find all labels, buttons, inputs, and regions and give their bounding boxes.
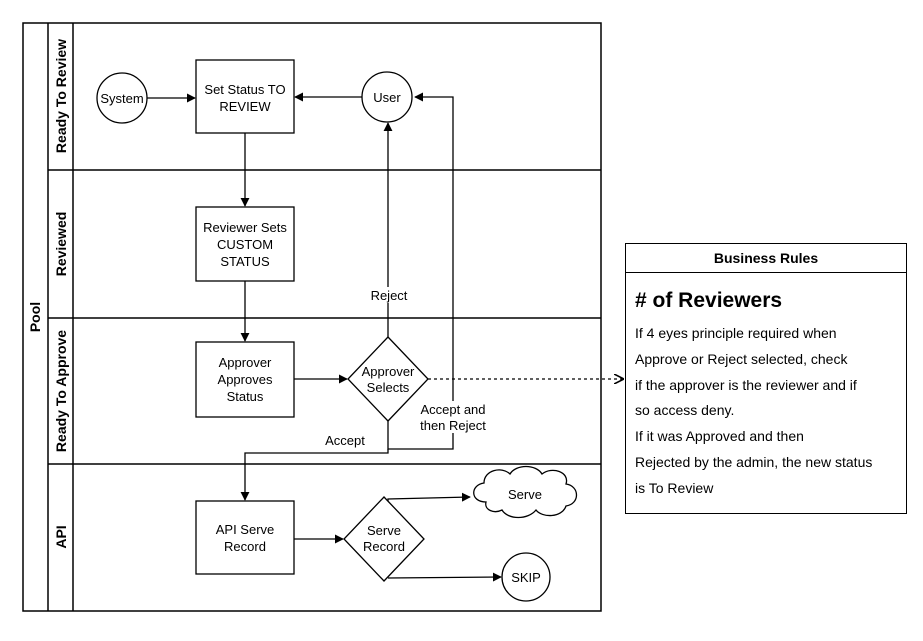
approver-selects-decision: Approver Selects	[347, 336, 429, 422]
accept-then-reject-label-1: Accept and	[420, 402, 485, 417]
accept-then-reject-label-2: then Reject	[420, 418, 486, 433]
edge-accept-then-reject	[387, 92, 454, 450]
set-status-label-2: REVIEW	[219, 99, 271, 114]
serve-record-label-2: Record	[363, 539, 405, 554]
lane-ready-to-approve: Ready To Approve	[53, 330, 69, 452]
rule-line: is To Review	[635, 479, 714, 496]
accept-then-reject-label-bg	[414, 401, 492, 433]
reviewer-sets-node: Reviewer Sets CUSTOM STATUS	[195, 206, 295, 282]
edge-serve-record-to-serve	[387, 492, 471, 502]
user-node: User	[361, 71, 413, 123]
pool-title: Pool	[27, 302, 43, 332]
business-rules-text: If 4 eyes principle required when Approv…	[626, 321, 906, 502]
api-serve-node: API Serve Record	[195, 500, 295, 575]
set-status-label-1: Set Status TO	[204, 82, 285, 97]
pool: Pool Ready To Review Reviewed Ready To A…	[22, 22, 602, 612]
api-serve-label-2: Record	[224, 539, 266, 554]
reviewer-sets-label-1: Reviewer Sets	[203, 220, 287, 235]
approver-approves-node: Approver Approves Status	[195, 341, 295, 418]
api-serve-label-1: API Serve	[216, 522, 275, 537]
accept-label: Accept	[325, 433, 365, 448]
reviewer-sets-label-2: CUSTOM	[217, 237, 273, 252]
skip-label: SKIP	[511, 570, 541, 585]
reject-label: Reject	[371, 288, 408, 303]
serve-cloud: Serve	[473, 465, 578, 519]
system-node: System	[96, 72, 148, 124]
business-rules-header: Business Rules	[626, 244, 906, 273]
lane-ready-to-review: Ready To Review	[53, 39, 69, 153]
business-rules-title: # of Reviewers	[635, 289, 783, 312]
approver-selects-label-1: Approver	[362, 364, 415, 379]
serve-label: Serve	[508, 487, 542, 502]
reviewer-sets-label-3: STATUS	[220, 254, 270, 269]
approver-approves-label-3: Status	[227, 389, 264, 404]
rule-line: If it was Approved and then	[635, 428, 804, 445]
reject-label-bg	[368, 287, 410, 303]
approver-approves-label-1: Approver	[219, 355, 272, 370]
system-label: System	[100, 91, 143, 106]
rule-line: if the approver is the reviewer and if	[635, 376, 857, 393]
rule-line: Approve or Reject selected, check	[635, 350, 848, 367]
lane-api: API	[53, 525, 69, 548]
approver-selects-label-2: Selects	[367, 380, 410, 395]
set-status-node: Set Status TO REVIEW	[195, 59, 295, 134]
serve-record-label-1: Serve	[367, 523, 401, 538]
user-label: User	[373, 90, 401, 105]
edge-accept-to-api-serve	[240, 449, 389, 501]
approver-approves-label-2: Approves	[218, 372, 273, 387]
skip-node: SKIP	[501, 552, 551, 602]
rule-line: so access deny.	[635, 402, 735, 419]
lane-reviewed: Reviewed	[53, 212, 69, 277]
rule-line: Rejected by the admin, the new status	[635, 453, 873, 470]
edge-serve-record-to-skip	[387, 572, 502, 582]
rule-line: If 4 eyes principle required when	[635, 325, 837, 341]
serve-record-decision: Serve Record	[343, 496, 425, 582]
business-rules-panel: Business Rules # of Reviewers If 4 eyes …	[625, 243, 907, 514]
